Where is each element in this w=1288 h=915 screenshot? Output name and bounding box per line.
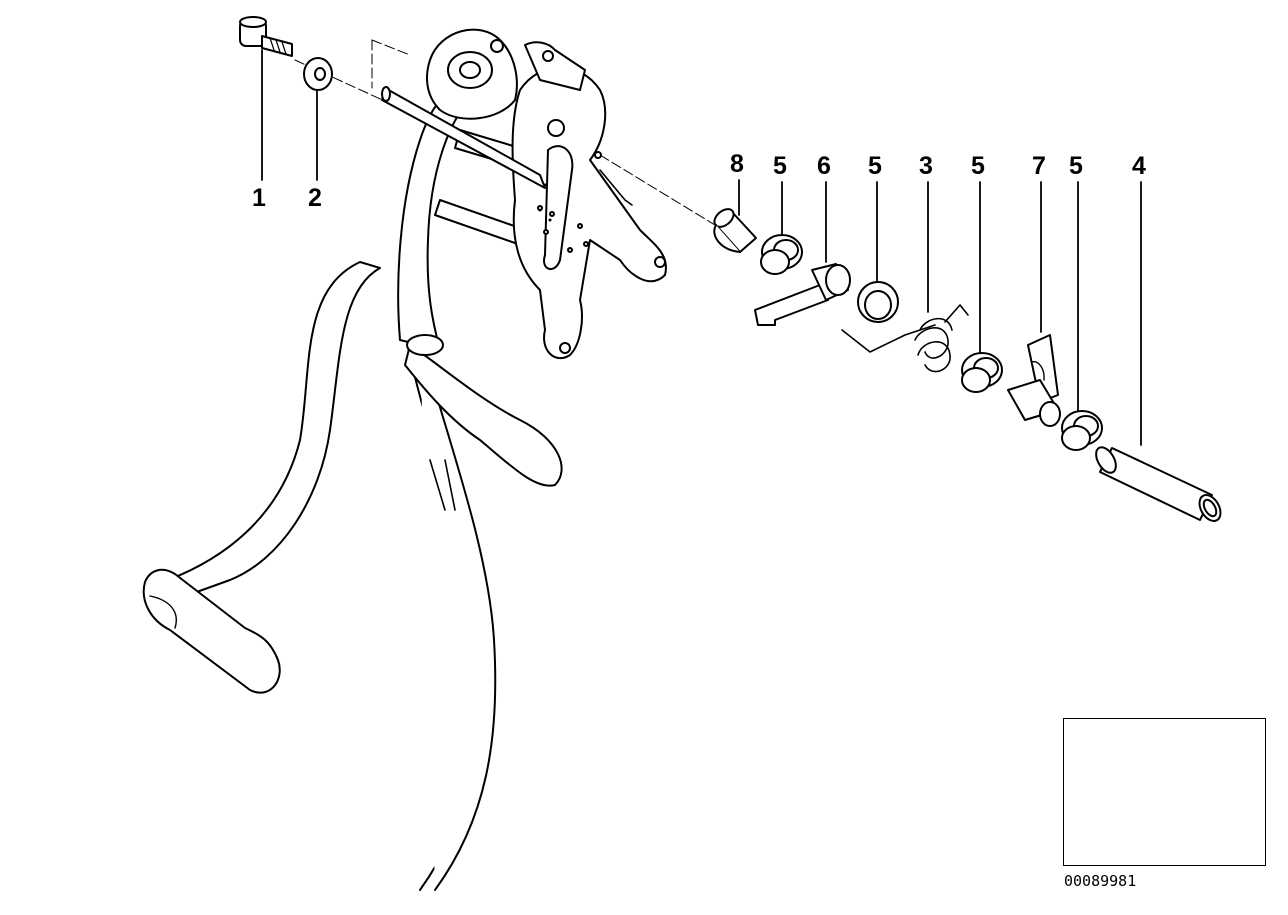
callout-8: 8 bbox=[730, 150, 744, 178]
callout-5-third: 5 bbox=[971, 152, 985, 180]
bracket-part-7 bbox=[1007, 334, 1061, 427]
washer-part-2 bbox=[303, 57, 333, 91]
callout-7: 7 bbox=[1032, 152, 1046, 180]
thumbnail-frame bbox=[1063, 718, 1266, 866]
callout-5-second: 5 bbox=[868, 152, 882, 180]
leader-lines bbox=[261, 49, 1142, 446]
callout-1: 1 bbox=[252, 184, 266, 212]
bushing-part-5a bbox=[760, 234, 803, 275]
bolt-part-1 bbox=[239, 16, 293, 57]
spring-part-3 bbox=[841, 304, 969, 373]
lever-part-6 bbox=[754, 263, 851, 326]
brake-pedal-assembly bbox=[142, 28, 667, 891]
callout-6: 6 bbox=[817, 152, 831, 180]
sleeve-part-8 bbox=[713, 208, 757, 253]
callout-5-fourth: 5 bbox=[1069, 152, 1083, 180]
callout-5-first: 5 bbox=[773, 152, 787, 180]
bushing-part-5b bbox=[857, 281, 899, 323]
tube-part-4 bbox=[1095, 446, 1222, 522]
callout-4: 4 bbox=[1132, 152, 1146, 180]
bushing-part-5c bbox=[961, 352, 1003, 393]
callout-2: 2 bbox=[308, 184, 322, 212]
callout-3: 3 bbox=[919, 152, 933, 180]
document-number: 00089981 bbox=[1064, 872, 1137, 890]
bushing-part-5d bbox=[1061, 410, 1103, 451]
